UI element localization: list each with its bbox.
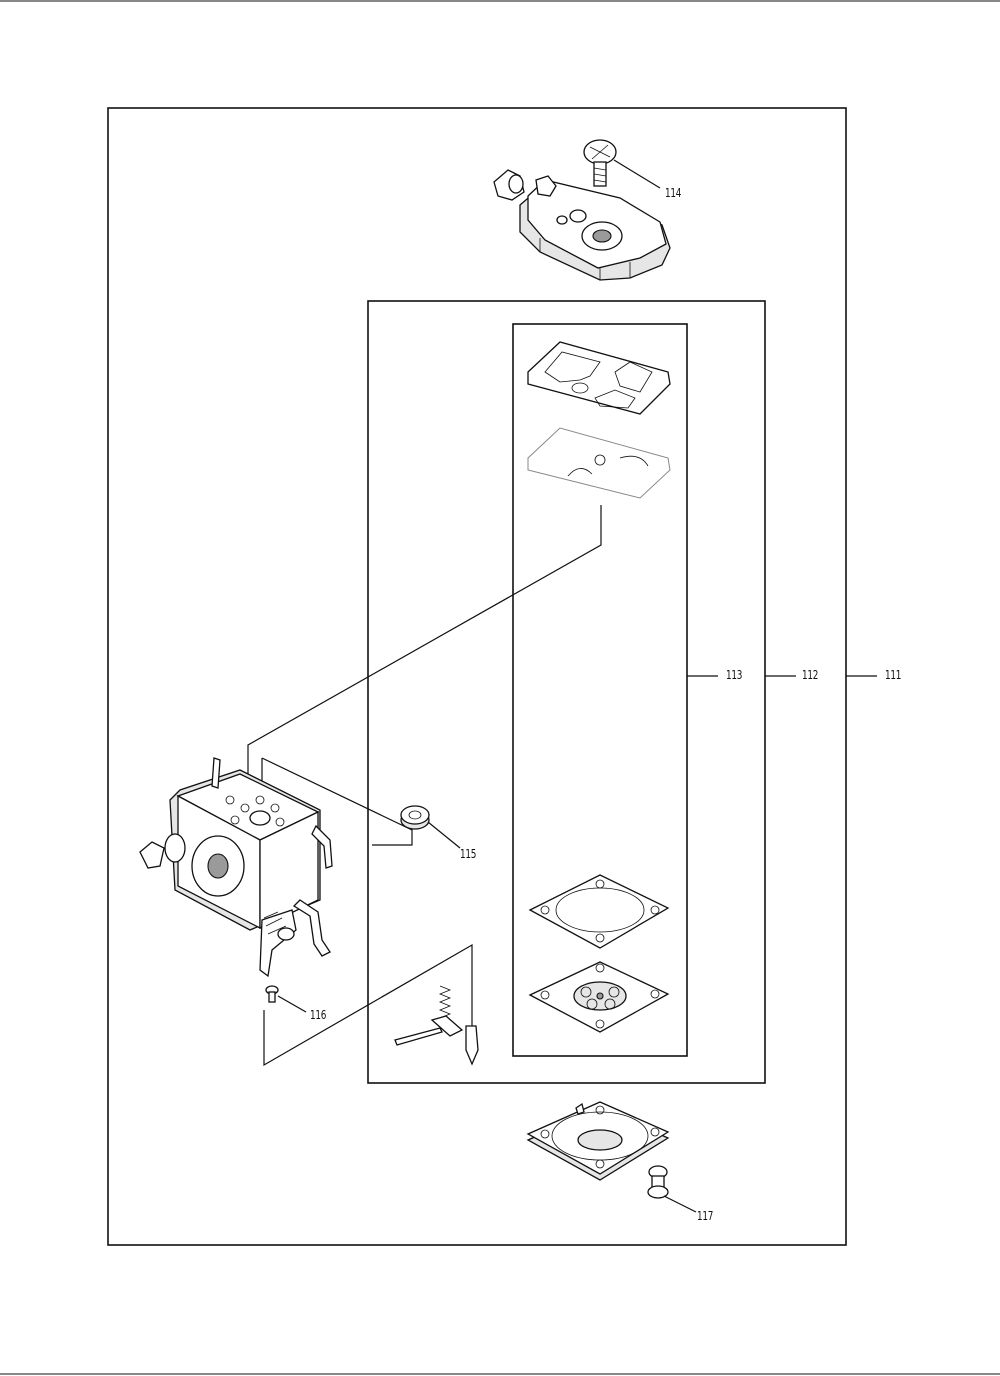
screw-117-part (647, 1165, 669, 1199)
metering-cover-part (526, 1101, 670, 1181)
assembly-leader-needle (263, 943, 473, 1067)
callout-116: 116 (310, 1008, 327, 1022)
gasket-kit-frame (512, 323, 688, 1057)
pump-diaphragm-part (527, 427, 671, 499)
leader-114 (613, 159, 661, 189)
repair-kit-frame (367, 300, 766, 1084)
assembly-leader-diaphragm (247, 505, 602, 790)
callout-115: 115 (460, 847, 477, 861)
callout-111: 111 (885, 668, 902, 682)
leader-115 (427, 821, 461, 849)
metering-diaphragm-part (528, 961, 670, 1033)
callout-114: 114 (665, 186, 682, 200)
screw-114-part (583, 139, 617, 187)
pump-cover-part (493, 169, 671, 281)
carburetor-body-part (139, 757, 333, 978)
filter-screen-115-part (400, 805, 430, 830)
inlet-needle-parts (394, 985, 479, 1066)
screw-116-part (265, 985, 279, 1003)
callout-117: 117 (697, 1209, 714, 1223)
pump-gasket-part (527, 341, 671, 415)
leader-116 (277, 995, 307, 1013)
leader-117 (663, 1195, 697, 1213)
metering-gasket-part (528, 874, 670, 949)
callout-112: 112 (802, 668, 819, 682)
callout-113: 113 (726, 668, 743, 682)
